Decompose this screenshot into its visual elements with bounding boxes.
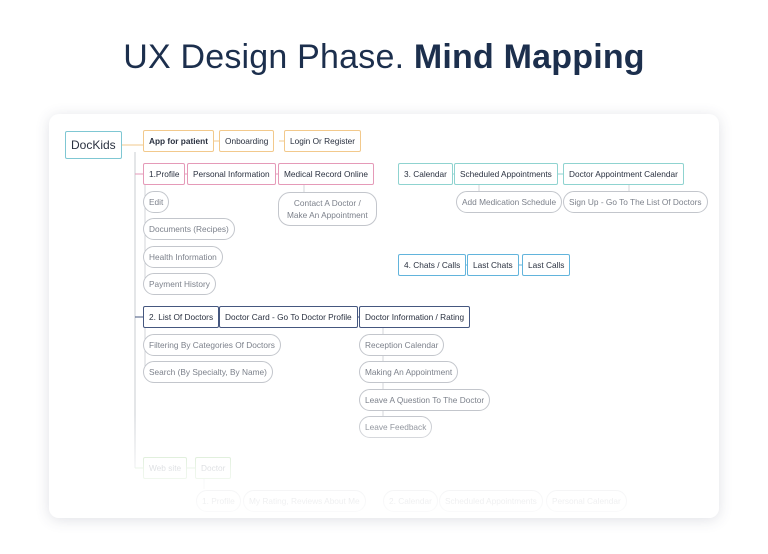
scheduled-appointments-node[interactable]: Scheduled Appointments xyxy=(454,163,558,185)
web-profile-node[interactable]: 1. Profile xyxy=(196,490,241,512)
login-register-node[interactable]: Login Or Register xyxy=(284,130,362,152)
payment-history-node[interactable]: Payment History xyxy=(143,273,216,295)
medical-record-node[interactable]: Medical Record Online xyxy=(278,163,374,185)
web-rating-node[interactable]: My Rating, Reviews About Me xyxy=(243,490,366,512)
page-title: UX Design Phase. Mind Mapping xyxy=(0,38,768,77)
web-site-node[interactable]: Web site xyxy=(143,457,188,479)
filtering-categories-node[interactable]: Filtering By Categories Of Doctors xyxy=(143,334,281,356)
add-medication-node[interactable]: Add Medication Schedule xyxy=(456,191,563,213)
making-appointment-node[interactable]: Making An Appointment xyxy=(359,361,459,383)
web-calendar-node[interactable]: 2. Calendar xyxy=(383,490,438,512)
last-chats-node[interactable]: Last Chats xyxy=(467,254,519,276)
doctor-node[interactable]: Doctor xyxy=(195,457,232,479)
calendar-node[interactable]: 3. Calendar xyxy=(398,163,453,185)
leave-question-node[interactable]: Leave A Question To The Doctor xyxy=(359,389,491,411)
personal-information-node[interactable]: Personal Information xyxy=(187,163,276,185)
app-for-patient-node[interactable]: App for patient xyxy=(143,130,214,152)
title-regular: UX Design Phase. xyxy=(123,38,405,76)
doctor-information-node[interactable]: Doctor Information / Rating xyxy=(359,306,471,328)
leave-feedback-node[interactable]: Leave Feedback xyxy=(359,416,433,438)
title-bold: Mind Mapping xyxy=(413,38,645,76)
search-doctors-node[interactable]: Search (By Specialty, By Name) xyxy=(143,361,273,383)
onboarding-node[interactable]: Onboarding xyxy=(219,130,275,152)
health-information-node[interactable]: Health Information xyxy=(143,246,223,268)
reception-calendar-node[interactable]: Reception Calendar xyxy=(359,334,445,356)
sign-up-doctors-node[interactable]: Sign Up - Go To The List Of Doctors xyxy=(563,191,708,213)
last-calls-node[interactable]: Last Calls xyxy=(522,254,571,276)
documents-node[interactable]: Documents (Recipes) xyxy=(143,218,235,240)
contact-line-2: Make An Appointment xyxy=(287,210,368,220)
web-scheduled-node[interactable]: Scheduled Appointments xyxy=(439,490,543,512)
contact-line-1: Contact A Doctor / xyxy=(293,198,361,208)
contact-doctor-node[interactable]: Contact A Doctor / Make An Appointment xyxy=(278,192,377,226)
doctor-card-node[interactable]: Doctor Card - Go To Doctor Profile xyxy=(219,306,358,328)
edit-node[interactable]: Edit xyxy=(143,191,170,213)
mind-map-card: DocKids App for patient Onboarding Login… xyxy=(49,114,719,518)
profile-node[interactable]: 1.Profile xyxy=(143,163,186,185)
web-personal-calendar-node[interactable]: Personal Calendar xyxy=(546,490,627,512)
chats-calls-node[interactable]: 4. Chats / Calls xyxy=(398,254,467,276)
doctor-appointment-calendar-node[interactable]: Doctor Appointment Calendar xyxy=(563,163,684,185)
root-node[interactable]: DocKids xyxy=(65,131,122,159)
list-of-doctors-node[interactable]: 2. List Of Doctors xyxy=(143,306,220,328)
